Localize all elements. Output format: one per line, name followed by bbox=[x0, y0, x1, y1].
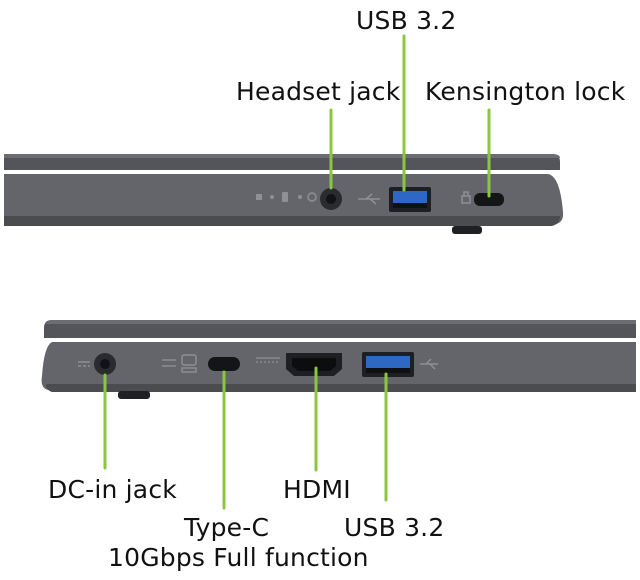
lock-symbol-icon bbox=[461, 191, 471, 204]
type-c-port bbox=[208, 357, 240, 371]
usb-symbol-icon-bottom bbox=[420, 358, 438, 370]
usb-top-label: USB 3.2 bbox=[356, 6, 457, 35]
usb-a-port-bottom bbox=[362, 352, 414, 377]
type-c-symbol-icon bbox=[162, 354, 197, 373]
headset-jack-label: Headset jack bbox=[236, 77, 401, 106]
kensington-lock-label: Kensington lock bbox=[425, 77, 626, 106]
hdmi-port bbox=[286, 353, 342, 376]
usb-bottom-label: USB 3.2 bbox=[344, 513, 445, 542]
callout-lines-top bbox=[329, 34, 491, 198]
headset-jack-port bbox=[320, 188, 342, 210]
dc-power-symbol-icon bbox=[78, 361, 90, 367]
usb-a-port-top bbox=[389, 187, 431, 212]
right-side-view bbox=[4, 34, 564, 234]
status-indicator-icons bbox=[256, 192, 317, 202]
hdmi-label: HDMI bbox=[283, 475, 351, 504]
type-c-spec-label: 10Gbps Full function bbox=[108, 543, 369, 572]
hdmi-symbol-icon bbox=[256, 357, 280, 363]
dc-in-jack-port bbox=[94, 353, 116, 375]
type-c-label: Type-C bbox=[184, 513, 270, 542]
usb-symbol-icon bbox=[358, 193, 380, 205]
kensington-lock-slot bbox=[474, 193, 504, 206]
left-side-view bbox=[41, 320, 637, 510]
dc-in-jack-label: DC-in jack bbox=[48, 475, 177, 504]
callout-lines-bottom bbox=[103, 366, 388, 510]
